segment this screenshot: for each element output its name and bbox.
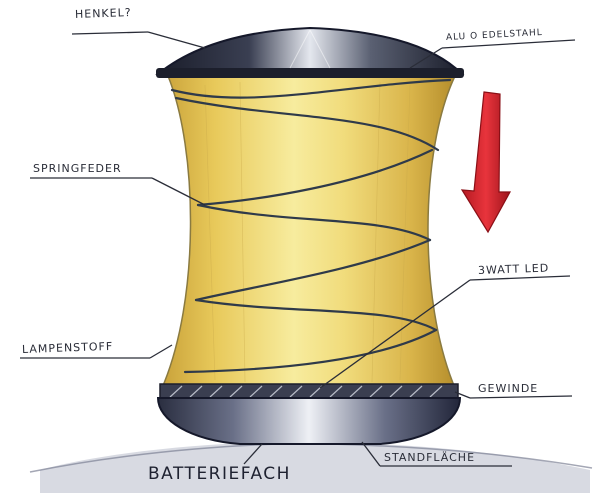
label-gewinde: GEWINDE: [478, 382, 538, 395]
label-standflaeche: STANDFLÄCHE: [384, 451, 475, 464]
ground-shadow: [40, 442, 590, 493]
top-rim: [156, 68, 464, 78]
label-watt-led: 3WATT LED: [478, 262, 550, 277]
thread-band: [160, 384, 458, 398]
down-arrow-icon: [462, 92, 510, 232]
label-henkel: HENKEL?: [75, 6, 132, 21]
label-springfeder: SPRINGFEDER: [33, 162, 122, 175]
label-batteriefach: BATTERIEFACH: [148, 464, 291, 484]
top-cap: [158, 28, 462, 74]
battery-base: [158, 398, 460, 444]
